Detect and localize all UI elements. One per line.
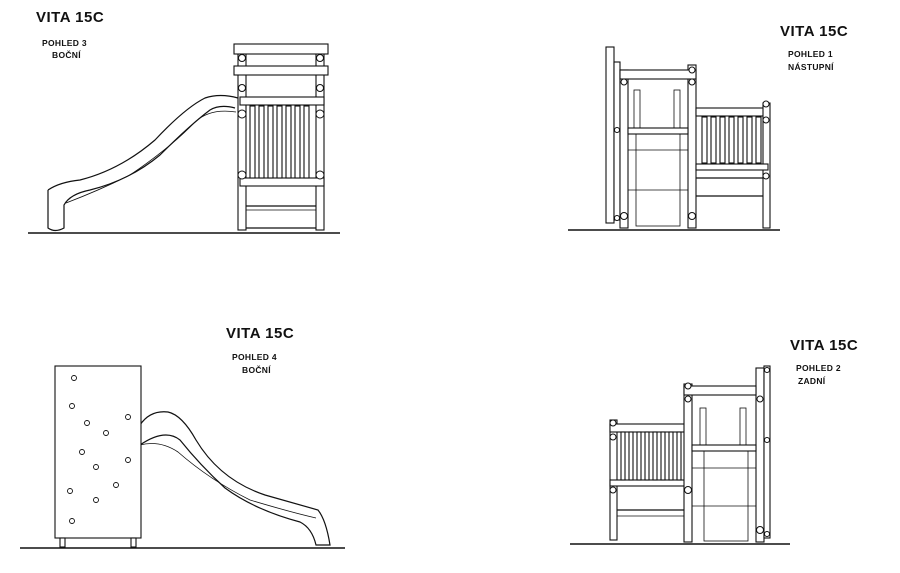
view-3-subtitle-name: BOČNÍ bbox=[52, 49, 81, 60]
view-1-side-tower bbox=[695, 100, 771, 229]
view-4-slide bbox=[139, 411, 331, 546]
view-1-title: VITA 15C bbox=[780, 23, 848, 40]
view-4-climbing-holds bbox=[67, 375, 131, 524]
view-3-slide bbox=[47, 94, 239, 232]
view-4-subtitle-name: BOČNÍ bbox=[242, 364, 271, 375]
view-3-side: VITA 15C POHLED 3 BOČNÍ bbox=[28, 9, 340, 234]
view-3-title: VITA 15C bbox=[36, 9, 104, 26]
view-2-subtitle-name: ZADNÍ bbox=[798, 376, 826, 386]
view-2-side-tower bbox=[609, 419, 687, 541]
view-1-subtitle-name: NÁSTUPNÍ bbox=[788, 62, 834, 72]
view-4-title: VITA 15C bbox=[226, 325, 294, 342]
view-2-main-tower bbox=[683, 365, 771, 543]
view-4-subtitle-number: POHLED 4 bbox=[232, 352, 277, 362]
view-3-tower bbox=[233, 43, 329, 231]
view-2-subtitle-number: POHLED 2 bbox=[796, 363, 841, 373]
view-1-main-tower bbox=[619, 64, 697, 229]
view-1-climbing-wall-edge bbox=[605, 46, 621, 224]
view-3-railing-slats bbox=[249, 105, 310, 179]
view-1-railing-slats bbox=[701, 116, 762, 164]
view-1-entry: VITA 15C POHLED 1 NÁSTUPNÍ bbox=[568, 23, 848, 231]
view-1-subtitle-number: POHLED 1 bbox=[788, 49, 833, 59]
view-2-railing-slats bbox=[620, 431, 682, 481]
view-4-side: VITA 15C POHLED 4 BOČNÍ bbox=[20, 325, 345, 549]
view-2-rear: VITA 15C POHLED 2 ZADNÍ bbox=[570, 337, 858, 545]
view-3-subtitle-number: POHLED 3 bbox=[42, 38, 87, 48]
view-2-title: VITA 15C bbox=[790, 337, 858, 354]
view-4-climbing-wall bbox=[54, 365, 142, 548]
